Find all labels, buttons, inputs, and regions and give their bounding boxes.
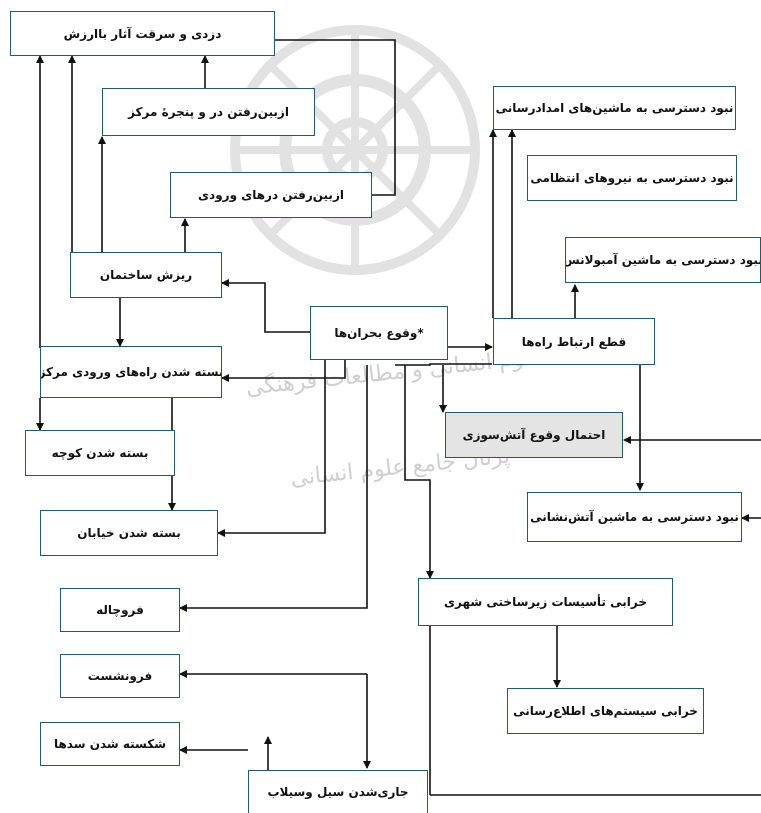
edge-crisis-to-entrances — [221, 360, 346, 382]
edge-trunk-to-infra — [404, 365, 434, 579]
node-dams: شکسته شدن سدها — [40, 722, 180, 766]
node-entrances: بسته شدن راه‌های ورودی مرکز — [40, 346, 222, 398]
node-crisis: *وقوع بحران‌ها — [310, 306, 448, 360]
edge-crisis-to-collapse — [221, 279, 310, 333]
node-info: خرابی سیستم‌های اطلاع‌رسانی — [507, 688, 704, 734]
edge-doors-to-theft — [221, 36, 396, 196]
node-firetruck: نبود دسترسی به ماشین آتش‌نشانی — [527, 492, 742, 542]
node-relief: نبود دسترسی به ماشین‌های امدادرسانی — [493, 86, 736, 130]
node-alley: بسته شدن کوچه — [25, 430, 175, 476]
node-sinkhole: فروچاله — [60, 588, 180, 632]
node-theft: دزدی و سرقت آثار باارزش — [10, 11, 275, 56]
edge-trunk-to-sinkhole — [179, 365, 368, 612]
node-collapse: ریزش ساختمان — [70, 252, 222, 298]
edge-crisis-to-street — [217, 360, 326, 537]
node-street: بسته شدن خیابان — [40, 510, 218, 556]
node-doors: ازبین‌رفتن درهای ورودی — [170, 172, 372, 218]
node-roads: قطع ارتباط راه‌ها — [493, 318, 655, 365]
node-flood: جاری‌شدن سیل وسیلاب — [248, 770, 428, 813]
node-subsidence: فرونشست — [60, 654, 180, 698]
node-ambulance: نبود دسترسی به ماشین آمبولانس — [565, 237, 761, 283]
node-fire: احتمال وقوع آتش‌سوزی — [445, 412, 623, 458]
node-infra: خرابی تأسیسات زیرساختی شهری — [418, 578, 673, 626]
node-windows: ازبین‌رفتن در و پنجرهٔ مرکز — [102, 88, 315, 136]
edge-crisis-trunk — [395, 363, 492, 366]
node-police: نبود دسترسی به نیروهای انتظامی — [527, 155, 737, 201]
